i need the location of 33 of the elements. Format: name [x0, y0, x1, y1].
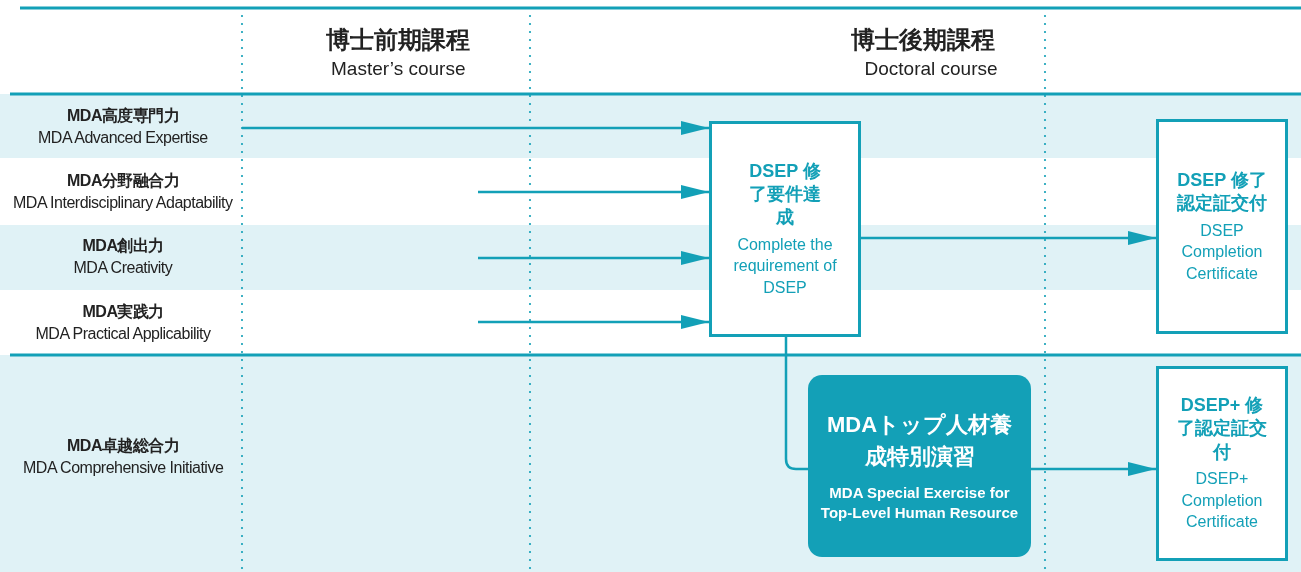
box-title: DSEP 修了要件達成: [748, 159, 822, 230]
exercise-box: [808, 375, 1031, 557]
row-subheading: MDA Comprehensive Initiative: [23, 459, 224, 477]
arrow: [1031, 462, 1156, 476]
arrow: [478, 315, 709, 329]
column-heading: 博士後期課程: [851, 25, 995, 55]
box-subtitle: DSEP Completion Certificate: [1180, 220, 1264, 284]
column-subheading: Master’s course: [331, 58, 466, 80]
row-heading: MDA卓越総合力: [67, 436, 180, 456]
connector-line: [784, 337, 808, 471]
arrow: [478, 185, 709, 199]
row-subheading: MDA Practical Applicability: [35, 325, 211, 343]
row-heading: MDA分野融合力: [67, 171, 180, 191]
row-heading: MDA創出力: [82, 236, 164, 256]
column-subheading: Doctoral course: [864, 58, 998, 80]
row-subheading: MDA Creativity: [73, 259, 173, 277]
box-subtitle: MDA Special Exercise for Top-Level Human Resource: [820, 482, 1019, 523]
column-heading: 博士前期課程: [326, 25, 470, 55]
arrow: [478, 251, 709, 265]
box-title: DSEP+ 修了認定証交付: [1176, 394, 1268, 464]
process-box: [709, 121, 861, 337]
box-title: DSEP 修了認定証交付: [1176, 168, 1268, 216]
box-subtitle: Complete the requirement of DSEP: [732, 234, 838, 298]
certificate-box: [1156, 119, 1288, 334]
row-heading: MDA高度専門力: [67, 106, 180, 126]
row-heading: MDA実践力: [82, 302, 164, 322]
box-subtitle: DSEP+ Completion Certificate: [1180, 469, 1264, 533]
row-subheading: MDA Interdisciplinary Adaptability: [13, 194, 233, 212]
arrow: [242, 121, 709, 135]
box-title: MDAトップ人材養成特別演習: [825, 410, 1014, 471]
row-subheading: MDA Advanced Expertise: [38, 129, 208, 147]
certificate-box: [1156, 366, 1288, 561]
arrow: [861, 231, 1156, 245]
